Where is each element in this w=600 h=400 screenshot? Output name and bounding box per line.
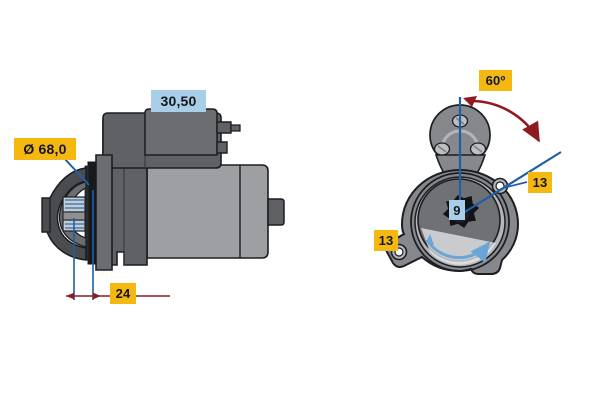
mounting-flange xyxy=(84,154,113,271)
angle-arc-arrowhead-left xyxy=(463,96,477,107)
angle-arc xyxy=(472,99,541,143)
motor-barrel xyxy=(146,164,285,259)
callout-bolt-right: 13 xyxy=(528,172,552,193)
callout-offset: 24 xyxy=(110,283,136,304)
diameter-leader-line xyxy=(63,157,90,186)
side-view-group xyxy=(41,108,285,300)
callout-teeth: 9 xyxy=(449,200,465,220)
callout-length: 30,50 xyxy=(151,90,206,112)
pinion-gear xyxy=(62,196,86,232)
callout-angle: 60º xyxy=(479,70,512,91)
callout-bolt-left: 13 xyxy=(374,230,398,251)
bolt-right-leader xyxy=(502,181,528,189)
solenoid-body xyxy=(102,108,241,169)
rotation-direction-arrow xyxy=(425,239,491,263)
callout-diameter: Ø 68,0 xyxy=(14,138,76,160)
angle-reference-line xyxy=(459,151,562,216)
